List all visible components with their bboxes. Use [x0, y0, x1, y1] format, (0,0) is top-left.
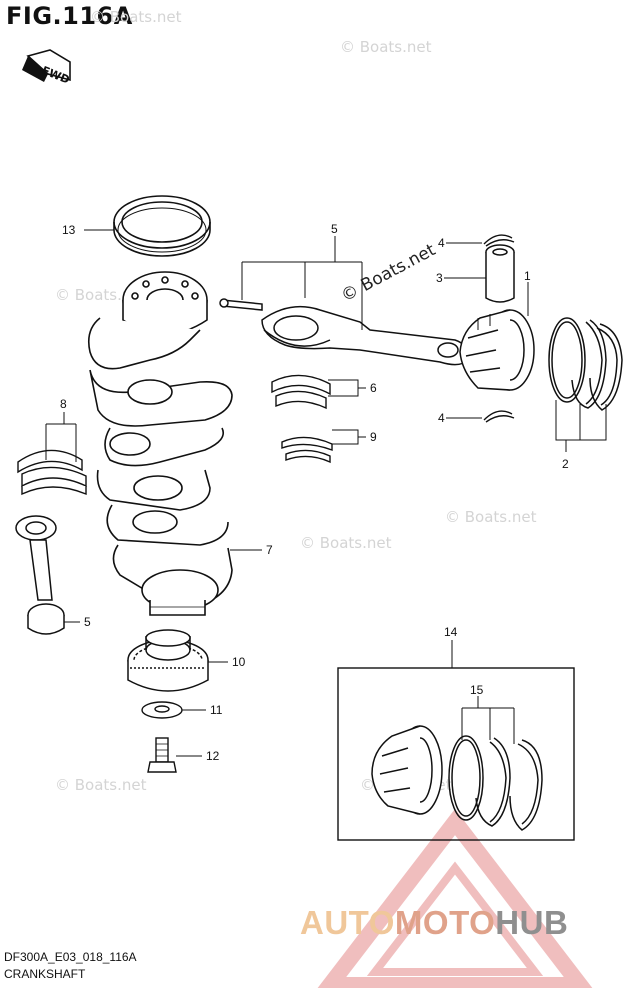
callout-6: 6 [370, 381, 377, 395]
piston [459, 309, 535, 391]
brand-triangle-logo [317, 808, 593, 988]
thrust-bearing [281, 436, 333, 464]
callout-9: 9 [370, 430, 377, 444]
main-bearing [17, 449, 87, 496]
piston-rings [548, 317, 623, 411]
callout-8: 8 [60, 397, 67, 411]
circlip [483, 410, 515, 423]
callout-5: 5 [84, 615, 91, 629]
circlip [483, 234, 515, 247]
brand-part-moto: MOTO [394, 904, 496, 941]
callout-14: 14 [444, 625, 458, 639]
callout-10: 10 [232, 655, 246, 669]
figure-title: FIG.116A [6, 2, 133, 30]
bolt [147, 737, 177, 773]
piston-pin [485, 244, 515, 303]
watermark-text: © Boats.net [338, 240, 439, 307]
watermark-text: © Boats.net [340, 38, 432, 56]
piston-kit-rings [448, 735, 543, 831]
callout-4: 4 [438, 411, 445, 425]
callout-7: 7 [266, 543, 273, 557]
conrod-bearing [271, 374, 331, 410]
watermark-text: © Boats.net [300, 534, 392, 552]
callout-15: 15 [470, 683, 484, 697]
watermark-text: © Boats.net [445, 508, 537, 526]
washer [141, 701, 183, 719]
leader-lines [45, 229, 607, 757]
oil-seal-ring [113, 195, 211, 257]
callout-4: 4 [438, 236, 445, 250]
figure-name: CRANKSHAFT [4, 967, 86, 981]
callout-5: 5 [331, 222, 338, 236]
brand-part-auto: AUTO [300, 904, 395, 941]
brand-wordmark: AUTOMOTOHUB [300, 904, 568, 942]
callout-3: 3 [436, 271, 443, 285]
crankshaft [87, 271, 233, 616]
timing-gear [127, 629, 209, 692]
connecting-rod-upper [219, 298, 469, 366]
watermark-text: © Boats.net [55, 776, 147, 794]
callout-13: 13 [62, 223, 76, 237]
piston-kit-piston [371, 725, 443, 815]
connecting-rod-left [15, 515, 65, 635]
piston-kit-box [337, 667, 575, 841]
figure-code: DF300A_E03_018_116A [4, 950, 137, 964]
callout-12: 12 [206, 749, 220, 763]
callout-2: 2 [562, 457, 569, 471]
callout-11: 11 [210, 703, 223, 717]
callout-1: 1 [524, 269, 531, 283]
callouts: 13 5 4 3 1 6 4 9 2 8 7 5 10 11 12 14 15 [60, 222, 569, 763]
brand-part-hub: HUB [495, 904, 569, 941]
watermark-text: © Boats.net [90, 8, 182, 26]
fwd-arrow-icon: FWD [22, 49, 71, 87]
